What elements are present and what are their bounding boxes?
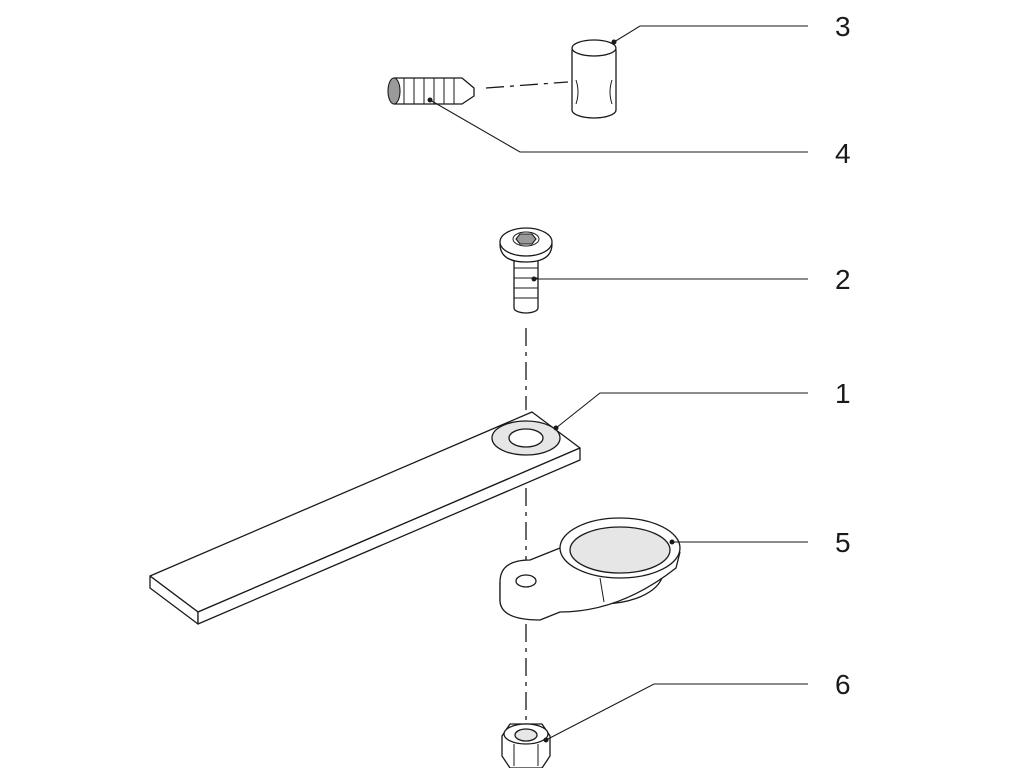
part-3-sleeve <box>571 39 617 119</box>
leader-1 <box>555 392 808 429</box>
leader-3-dot <box>611 39 617 45</box>
assembly-axis-4-to-3 <box>485 81 569 89</box>
part-1-flat-bar <box>149 411 581 625</box>
part-4-set-screw <box>387 77 475 105</box>
callout-number-4: 4 <box>835 138 851 169</box>
callout-number-3: 3 <box>835 11 851 42</box>
leader-3 <box>613 25 808 43</box>
leader-4-dot <box>427 97 433 103</box>
callout-number-2: 2 <box>835 264 851 295</box>
leader-2-dot <box>531 276 537 282</box>
leader-lines <box>427 25 808 743</box>
leader-5-dot <box>669 539 675 545</box>
leader-6 <box>545 683 808 741</box>
part-2-screw <box>499 227 553 314</box>
leader-4 <box>429 99 808 153</box>
callout-number-1: 1 <box>835 378 851 409</box>
part-5-clamp-ring <box>499 517 681 621</box>
leader-6-dot <box>543 737 549 743</box>
part-6-nut <box>501 723 551 768</box>
callout-number-6: 6 <box>835 669 851 700</box>
callout-number-5: 5 <box>835 527 851 558</box>
leader-1-dot <box>553 425 559 431</box>
